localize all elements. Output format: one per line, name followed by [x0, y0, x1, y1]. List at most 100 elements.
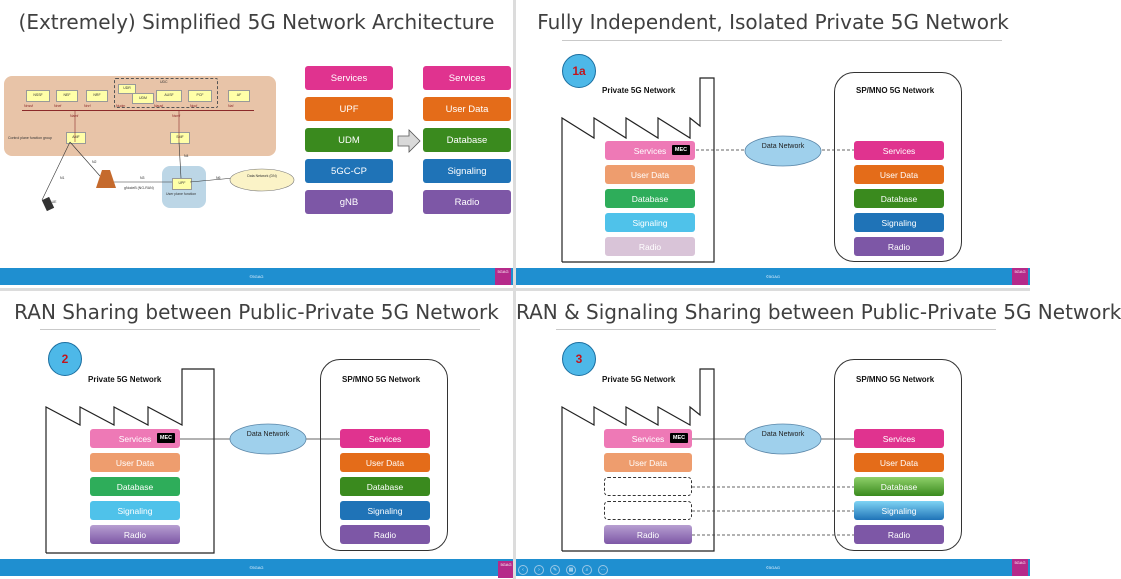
- mno-network-box: [320, 359, 448, 551]
- footer-text: ©5GAG: [249, 565, 264, 570]
- mno-database: Database: [340, 477, 430, 496]
- data-network-label: Data Network: [761, 143, 805, 150]
- mno-network-label: SP/MNO 5G Network: [856, 375, 935, 384]
- nf-amf: AMF: [66, 132, 86, 144]
- slide-footer: ©5GAG: [0, 559, 513, 576]
- if-nausf: Nausf: [154, 104, 164, 108]
- panel-ran-sharing: RAN Sharing between Public-Private 5G Ne…: [0, 291, 513, 579]
- ref-n1: N1: [60, 176, 65, 180]
- footer-text: ©5GAG: [249, 274, 264, 279]
- scenario-badge: 3: [562, 342, 596, 376]
- private-database: Database: [605, 189, 695, 208]
- title-rule: [556, 329, 996, 330]
- nf-nrf: NRF: [86, 90, 108, 102]
- mec-badge: MEC: [672, 145, 690, 155]
- diagram-lines: [41, 110, 295, 212]
- arrow-right-icon: [397, 129, 421, 153]
- if-nnssf: Nnssf: [24, 104, 33, 108]
- mno-network-box: [834, 72, 962, 262]
- mno-signaling: Signaling: [854, 213, 944, 232]
- mno-services: Services: [340, 429, 430, 448]
- stack-services: Services: [305, 66, 393, 90]
- dn-label: Data Network (DN): [247, 174, 277, 178]
- nf-nef: NEF: [56, 90, 78, 102]
- mno-user-data: User Data: [854, 453, 944, 472]
- mec-badge: MEC: [157, 433, 175, 443]
- private-signaling: Signaling: [90, 501, 180, 520]
- panel-divider-horizontal: [0, 288, 1030, 291]
- panel-isolated: Fully Independent, Isolated Private 5G N…: [516, 0, 1030, 288]
- mno-network-label: SP/MNO 5G Network: [856, 86, 935, 95]
- panel-title: RAN & Signaling Sharing between Public-P…: [516, 300, 1121, 324]
- if-naf: Naf: [228, 104, 234, 108]
- stack-upf: UPF: [305, 97, 393, 121]
- mno-signaling: Signaling: [854, 501, 944, 520]
- slide-footer: ©5GAG 5GAG: [0, 268, 513, 285]
- data-network-label: Data Network: [246, 431, 290, 438]
- panel-title: RAN Sharing between Public-Private 5G Ne…: [14, 300, 499, 324]
- if-nudm: Nudm: [116, 104, 126, 108]
- ref-n2: N2: [92, 160, 97, 164]
- title-rule: [562, 40, 1002, 41]
- next-slide-icon[interactable]: ›: [534, 565, 544, 575]
- pen-icon[interactable]: ✎: [550, 565, 560, 575]
- udc-label: UDC: [160, 80, 168, 84]
- nf-udr: UDR: [118, 84, 136, 94]
- private-signaling-placeholder: [604, 501, 692, 520]
- factory-outline: [561, 77, 856, 263]
- private-database: Database: [90, 477, 180, 496]
- private-signaling: Signaling: [605, 213, 695, 232]
- mno-database: Database: [854, 189, 944, 208]
- if-nnrf: Nnrf: [84, 104, 91, 108]
- control-plane-group: [4, 76, 276, 156]
- mno-user-data: User Data: [340, 453, 430, 472]
- ref-n4: N4: [184, 154, 189, 158]
- nf-pcf: PCF: [188, 90, 212, 102]
- zoom-icon[interactable]: ⌕: [582, 565, 592, 575]
- if-namf: Namf: [70, 114, 79, 118]
- stack-5gc-cp: 5GC-CP: [305, 159, 393, 183]
- nf-af: AF: [228, 90, 250, 102]
- gallery-icon[interactable]: ▦: [566, 565, 576, 575]
- panel-simplified-architecture: (Extremely) Simplified 5G Network Archit…: [0, 0, 513, 288]
- nf-nssf: NSSF: [26, 90, 50, 102]
- stack-udm: UDM: [305, 128, 393, 152]
- more-options-icon[interactable]: ⋯: [598, 565, 608, 575]
- scenario-badge: 2: [48, 342, 82, 376]
- nf-smf: SMF: [170, 132, 190, 144]
- stack-services: Services: [423, 66, 511, 90]
- slideshow-controls[interactable]: ‹ › ✎ ▦ ⌕ ⋯: [518, 565, 608, 575]
- mno-network-label: SP/MNO 5G Network: [342, 375, 421, 384]
- private-radio: Radio: [604, 525, 692, 544]
- private-user-data: User Data: [605, 165, 695, 184]
- mno-user-data: User Data: [854, 165, 944, 184]
- panel-title: (Extremely) Simplified 5G Network Archit…: [18, 10, 495, 34]
- mno-radio: Radio: [340, 525, 430, 544]
- private-radio: Radio: [605, 237, 695, 256]
- private-network-label: Private 5G Network: [602, 86, 676, 95]
- udc-box: [114, 78, 218, 108]
- nf-udm: UDM: [132, 93, 154, 104]
- factory-outline: [561, 368, 854, 552]
- mec-badge: MEC: [670, 433, 688, 443]
- footer-text: ©5GAG: [765, 274, 781, 279]
- ue-label: 5G UE: [46, 200, 57, 204]
- factory-outline: [45, 368, 340, 554]
- mno-services: Services: [854, 141, 944, 160]
- private-user-data: User Data: [90, 453, 180, 472]
- nf-upf: UPF: [172, 178, 192, 190]
- title-rule: [40, 329, 480, 330]
- slide-footer: ©5GAG 5GAG: [516, 268, 1030, 285]
- user-plane-label: User plane function: [166, 192, 197, 196]
- data-network-label: Data Network: [761, 431, 805, 438]
- footer-text: ©5GAG: [765, 565, 781, 570]
- prev-slide-icon[interactable]: ‹: [518, 565, 528, 575]
- private-radio: Radio: [90, 525, 180, 544]
- architecture-diagram: UDC NSSF NEF NRF UDR UDM AUSF PCF AF Nns…: [4, 70, 298, 212]
- stack-database: Database: [423, 128, 511, 152]
- mno-signaling: Signaling: [340, 501, 430, 520]
- 5gag-logo-icon: 5GAG: [498, 561, 514, 578]
- mno-network-box: [834, 359, 962, 551]
- gnb-label: gNodeB (NG-RAN): [124, 186, 154, 190]
- mno-services: Services: [854, 429, 944, 448]
